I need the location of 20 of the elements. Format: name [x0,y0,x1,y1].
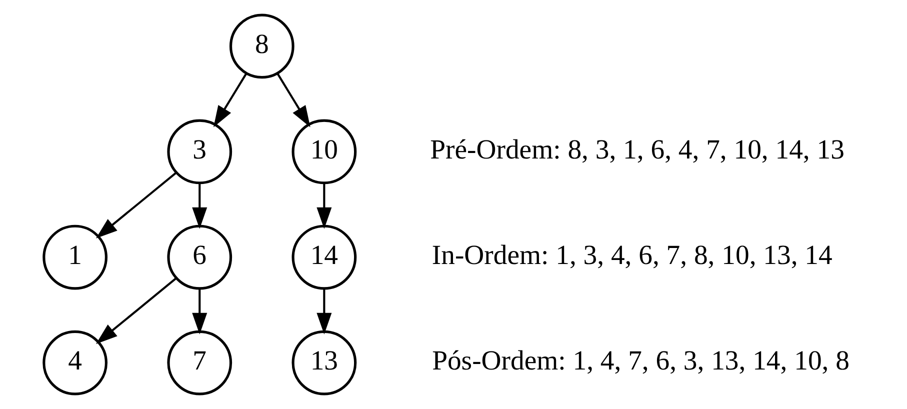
arrow [96,172,177,238]
node-circle: 6 [167,224,232,290]
arrow [96,277,177,344]
node-circle: 4 [42,330,108,396]
node-circle: 1 [42,224,108,290]
node-circle: 3 [167,119,232,184]
node-circle: 14 [292,224,357,290]
arrow [213,73,248,128]
arrow [276,73,310,128]
node-circle: 8 [229,14,294,79]
arrow [192,183,208,229]
label: Pré-Ordem: 8, 3, 1, 6, 4, 7, 10, 14, 13 [430,133,844,164]
arrow [192,288,208,334]
node-circle: 13 [292,330,357,396]
label: In-Ordem: 1, 3, 4, 6, 7, 8, 10, 13, 14 [432,238,832,270]
arrow [316,183,332,229]
node-circle: 10 [292,119,357,184]
node-circle: 7 [167,330,232,396]
label: Pós-Ordem: 1, 4, 7, 6, 3, 13, 14, 10, 8 [432,344,850,376]
arrow [316,288,332,334]
